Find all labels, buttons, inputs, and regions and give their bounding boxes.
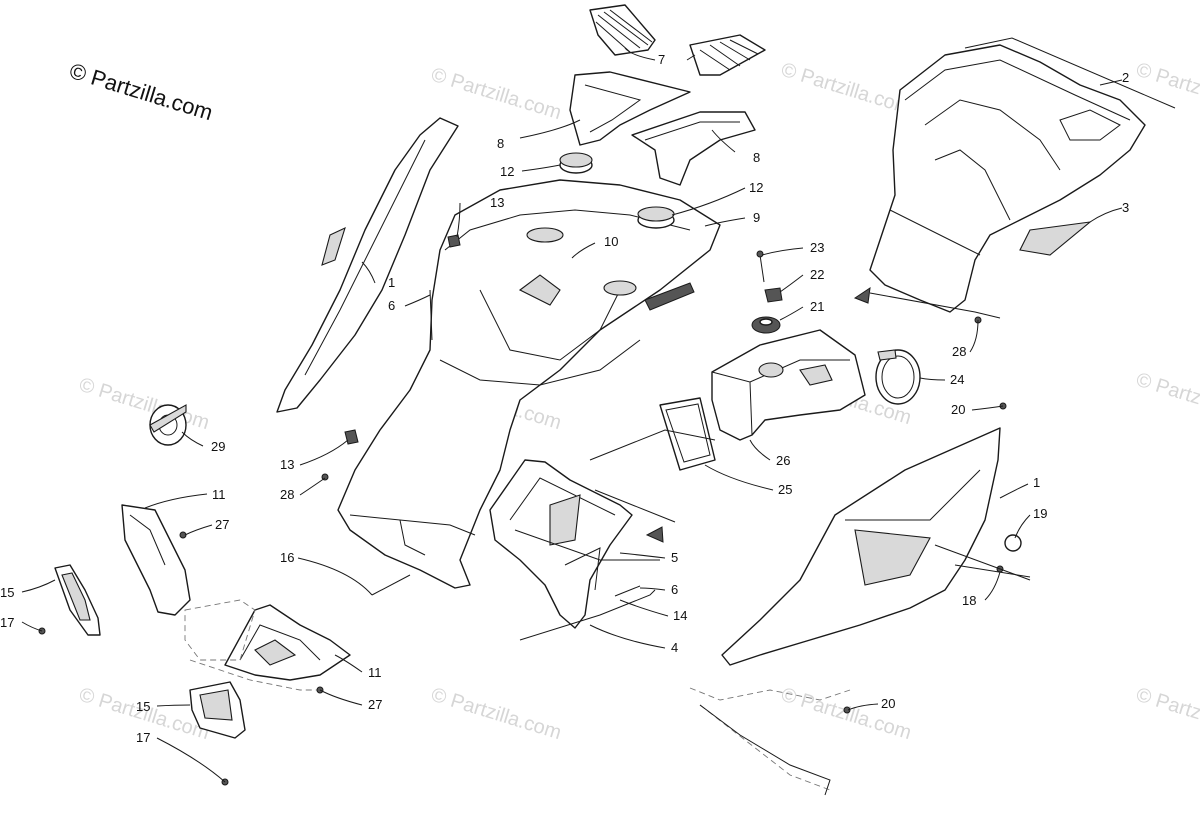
callout-6: 6 — [671, 582, 678, 597]
direction-arrows — [645, 286, 871, 543]
callout-25: 25 — [778, 482, 792, 497]
callout-13: 13 — [490, 195, 504, 210]
callout-labels: 7 8 8 12 12 13 9 10 1 6 23 22 21 2 3 28 … — [0, 52, 1129, 745]
fastener-group — [38, 234, 1022, 786]
watermark: © Partzilla.com — [429, 684, 564, 744]
grommet-left — [559, 152, 593, 174]
left-side-panel — [276, 117, 459, 413]
lower-bumper-bracket — [224, 604, 351, 681]
callout-8: 8 — [753, 150, 760, 165]
watermark: © Partzilla.com — [429, 64, 564, 124]
hose-clamp — [875, 349, 921, 405]
callout-27: 27 — [215, 517, 229, 532]
screw-23 — [756, 250, 765, 283]
callout-28: 28 — [952, 344, 966, 359]
callout-17: 17 — [0, 615, 14, 630]
vent-grille-right — [689, 34, 766, 76]
grommet-right — [637, 206, 675, 229]
watermark: © Partzilla.com — [1134, 369, 1200, 429]
callout-17: 17 — [136, 730, 150, 745]
callout-12: 12 — [500, 164, 514, 179]
callout-15: 15 — [0, 585, 14, 600]
watermark: © Partzilla.com — [1134, 59, 1200, 119]
callout-1: 1 — [388, 275, 395, 290]
callout-11: 11 — [368, 665, 382, 680]
callout-14: 14 — [673, 608, 687, 623]
callout-21: 21 — [810, 299, 824, 314]
watermark: © Partzilla.com — [1134, 684, 1200, 744]
callout-2: 2 — [1122, 70, 1129, 85]
callout-13: 13 — [280, 457, 294, 472]
grommet-21 — [751, 316, 781, 334]
callout-4: 4 — [671, 640, 678, 655]
callout-23: 23 — [810, 240, 824, 255]
callout-27: 27 — [368, 697, 382, 712]
callout-15: 15 — [136, 699, 150, 714]
callout-20: 20 — [951, 402, 965, 417]
vent-duct-right — [631, 111, 756, 186]
leader-lines — [21, 47, 1123, 783]
clip-22 — [764, 287, 783, 303]
air-intake-duct — [711, 329, 866, 441]
callout-18: 18 — [962, 593, 976, 608]
callout-16: 16 — [280, 550, 294, 565]
callout-5: 5 — [671, 550, 678, 565]
callout-11: 11 — [212, 487, 226, 502]
callout-29: 29 — [211, 439, 225, 454]
vent-grille-upper — [589, 4, 656, 56]
left-frame-dashed — [184, 599, 320, 691]
callout-20: 20 — [881, 696, 895, 711]
callout-7: 7 — [658, 52, 665, 67]
callout-12: 12 — [749, 180, 763, 195]
callout-22: 22 — [810, 267, 824, 282]
callout-3: 3 — [1122, 200, 1129, 215]
callout-1: 1 — [1033, 475, 1040, 490]
right-side-panel — [721, 427, 1001, 666]
callout-28: 28 — [280, 487, 294, 502]
right-bracket-dashed — [689, 687, 851, 796]
lower-vent-cover — [189, 681, 246, 739]
vent-duct-left — [569, 71, 691, 146]
callout-8: 8 — [497, 136, 504, 151]
tape-roll — [149, 404, 187, 446]
callout-19: 19 — [1033, 506, 1047, 521]
callout-24: 24 — [950, 372, 964, 387]
callout-10: 10 — [604, 234, 618, 249]
callout-6: 6 — [388, 298, 395, 313]
watermark: © Partzilla.com — [77, 374, 212, 434]
left-bumper-bracket — [121, 504, 191, 616]
bracket-lines — [514, 37, 1176, 641]
callout-9: 9 — [753, 210, 760, 225]
watermark: © Partzilla.com — [779, 684, 914, 744]
watermark: © Partzilla.com — [779, 59, 914, 119]
hood-tray — [869, 44, 1146, 313]
lower-intake-panel — [489, 459, 633, 629]
callout-26: 26 — [776, 453, 790, 468]
left-vent-cover — [54, 564, 101, 636]
